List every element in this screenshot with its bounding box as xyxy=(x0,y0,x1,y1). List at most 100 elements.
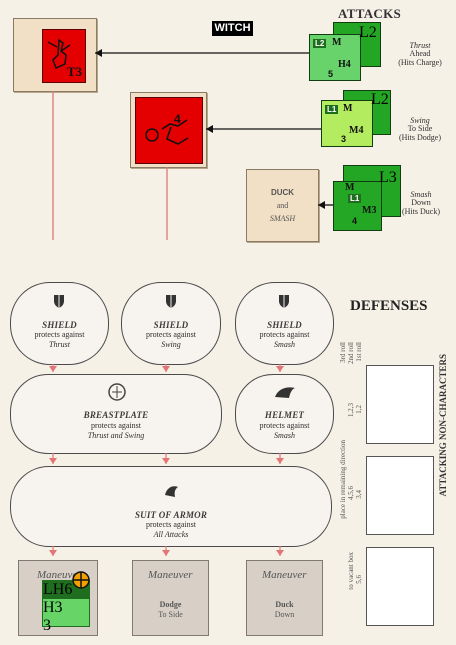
attack-counter-code-2: M xyxy=(343,103,353,114)
attack-desc-2-line2: To Side xyxy=(407,124,433,134)
attack-counter-front-1: L2 M H4 5 xyxy=(309,34,361,81)
breastplate-defense[interactable]: BREASTPLATE protects against Thrust and … xyxy=(10,374,222,454)
attack-counter-stack-3[interactable]: L1 M M3 4 L3 xyxy=(333,163,415,235)
maneuver-box-3[interactable]: Maneuver Duck Down xyxy=(246,560,323,636)
duck-line3: SMASH xyxy=(269,214,296,223)
attack-counter-code-1: M xyxy=(332,37,342,48)
shield-line1-thrust: protects against xyxy=(34,330,85,339)
roll-34: 3,4 xyxy=(355,490,363,499)
multi-warrior-icon xyxy=(145,119,189,145)
shield-icon xyxy=(279,295,289,308)
red-counter-left-code: T3 xyxy=(66,64,82,79)
maneuver-box-2[interactable]: Maneuver Dodge To Side xyxy=(132,560,209,636)
attack-desc-1-name: Thrust xyxy=(409,41,431,50)
attack-arrows xyxy=(52,49,334,240)
shield-title-swing: SHIELD xyxy=(153,320,189,330)
attack-desc-3-line2: Down xyxy=(411,198,431,208)
second-roll: 2nd roll xyxy=(347,342,355,364)
red-counter-left: T3 xyxy=(42,29,86,83)
roll-123: 1,2,3 xyxy=(347,403,355,417)
maneuver-box-1[interactable]: Maneuver LH6 H3 3 xyxy=(18,560,98,636)
shield-icon xyxy=(54,295,64,308)
maneuver-2-line1: Dodge xyxy=(159,600,182,609)
noncharacter-box-3[interactable] xyxy=(366,547,434,626)
attack-counter-stack-2[interactable]: L1 M M4 3 L2 xyxy=(321,88,413,148)
maneuver-counter: LH6 H3 3 xyxy=(42,571,90,634)
maneuver-3-line2: Down xyxy=(274,610,295,619)
helmet-line1: protects against xyxy=(259,421,310,430)
armor-line2: All Attacks xyxy=(153,530,189,539)
duck-line2: and xyxy=(276,201,289,210)
breastplate-line1: protects against xyxy=(91,421,141,430)
first-roll: 1st roll xyxy=(355,342,363,362)
maneuver-3-title: Maneuver xyxy=(262,569,307,581)
red-counter-center-number: 4 xyxy=(174,112,181,126)
noncharacter-box-2[interactable] xyxy=(366,456,434,535)
attacks-title: ATTACKS xyxy=(338,6,402,21)
roll-12: 1,2 xyxy=(355,405,363,414)
attack-desc-1-line2: Ahead xyxy=(409,49,431,59)
target-icon xyxy=(72,571,90,589)
shield-title-thrust: SHIELD xyxy=(42,320,77,330)
attack-desc-1: Thrust Ahead (Hits Charge) xyxy=(397,41,443,67)
shield-line2-swing: Swing xyxy=(161,340,181,349)
attack-target-card-left[interactable]: T3 xyxy=(13,18,97,92)
attack-counter-stack-1[interactable]: L2 M H4 5 L2 xyxy=(309,18,405,81)
roll-56: 5,6 xyxy=(355,575,363,584)
maneuver-2-title: Maneuver xyxy=(148,569,193,581)
attack-desc-2-line3: (Hits Dodge) xyxy=(399,132,441,142)
third-roll: 3rd roll xyxy=(339,342,347,363)
shield-defense-thrust[interactable]: SHIELD protects against Thrust xyxy=(10,282,109,365)
shield-title-smash: SHIELD xyxy=(267,320,302,330)
noncharacter-box-1[interactable] xyxy=(366,365,434,444)
armor-icon xyxy=(165,486,178,497)
duck-and-smash-card[interactable]: DUCK and SMASH xyxy=(246,169,319,242)
armor-title: SUIT OF ARMOR xyxy=(134,510,208,520)
attack-desc-2-name: Swing xyxy=(410,116,430,125)
attack-counter-front-3: L1 M M3 4 xyxy=(333,181,382,231)
maneuver-3-line1: Duck xyxy=(275,600,294,609)
shield-defense-smash[interactable]: SHIELD protects against Smash xyxy=(235,282,334,365)
breastplate-line2: Thrust and Swing xyxy=(87,431,145,440)
attack-target-card-center[interactable]: 4 xyxy=(130,92,207,168)
breastplate-title: BREASTPLATE xyxy=(83,410,149,420)
witch-label: WITCH xyxy=(212,21,253,36)
suit-of-armor-defense[interactable]: SUIT OF ARMOR protects against All Attac… xyxy=(10,466,332,547)
attack-counter-sub-1: H4 xyxy=(338,59,351,70)
shield-line2-thrust: Thrust xyxy=(49,340,70,349)
attack-counter-front-2: L1 M M4 3 xyxy=(321,100,373,147)
attack-counter-tag-2: L1 xyxy=(325,105,339,114)
maneuver-1-title: Maneuver xyxy=(37,569,82,581)
attack-desc-3-line3: (Hits Duck) xyxy=(402,206,440,216)
attack-counter-top-tag-2: L2 xyxy=(371,91,389,108)
attack-counter-num-2: 3 xyxy=(341,134,347,144)
attack-counter-sub-2: M4 xyxy=(349,125,364,136)
duck-line1: DUCK xyxy=(270,188,295,197)
attack-counter-num-1: 5 xyxy=(328,69,334,79)
breastplate-icon xyxy=(108,383,126,401)
helmet-defense[interactable]: HELMET protects against Smash xyxy=(235,374,334,454)
attack-counter-top-tag-3: L3 xyxy=(379,169,397,186)
attack-counter-num-3: 4 xyxy=(352,216,358,226)
helmet-title: HELMET xyxy=(264,410,305,420)
roll-456: 4,5,6 xyxy=(347,486,355,500)
shield-defense-swing[interactable]: SHIELD protects against Swing xyxy=(121,282,221,365)
attack-counter-code-3: M xyxy=(345,182,355,193)
attack-counter-tag-3: L1 xyxy=(348,194,362,203)
attack-desc-3: Smash Down (Hits Duck) xyxy=(398,190,444,216)
attacking-noncharacters-title: ATTACKING NON-CHARACTERS xyxy=(438,354,448,497)
helmet-icon xyxy=(275,387,295,398)
attack-counter-top-tag-1: L2 xyxy=(359,24,377,41)
maneuver-counter-code: H3 xyxy=(43,599,63,616)
shield-line2-smash: Smash xyxy=(274,340,295,349)
shield-icon xyxy=(166,295,176,308)
maneuver-counter-num: 3 xyxy=(43,617,51,634)
attack-desc-2: Swing To Side (Hits Dodge) xyxy=(397,116,443,142)
shield-line1-smash: protects against xyxy=(259,330,310,339)
warrior-figure-icon xyxy=(47,38,71,70)
helmet-line2: Smash xyxy=(274,431,295,440)
vacant-box: to vacant box xyxy=(347,552,355,590)
attack-counter-sub-3: M3 xyxy=(362,205,377,216)
